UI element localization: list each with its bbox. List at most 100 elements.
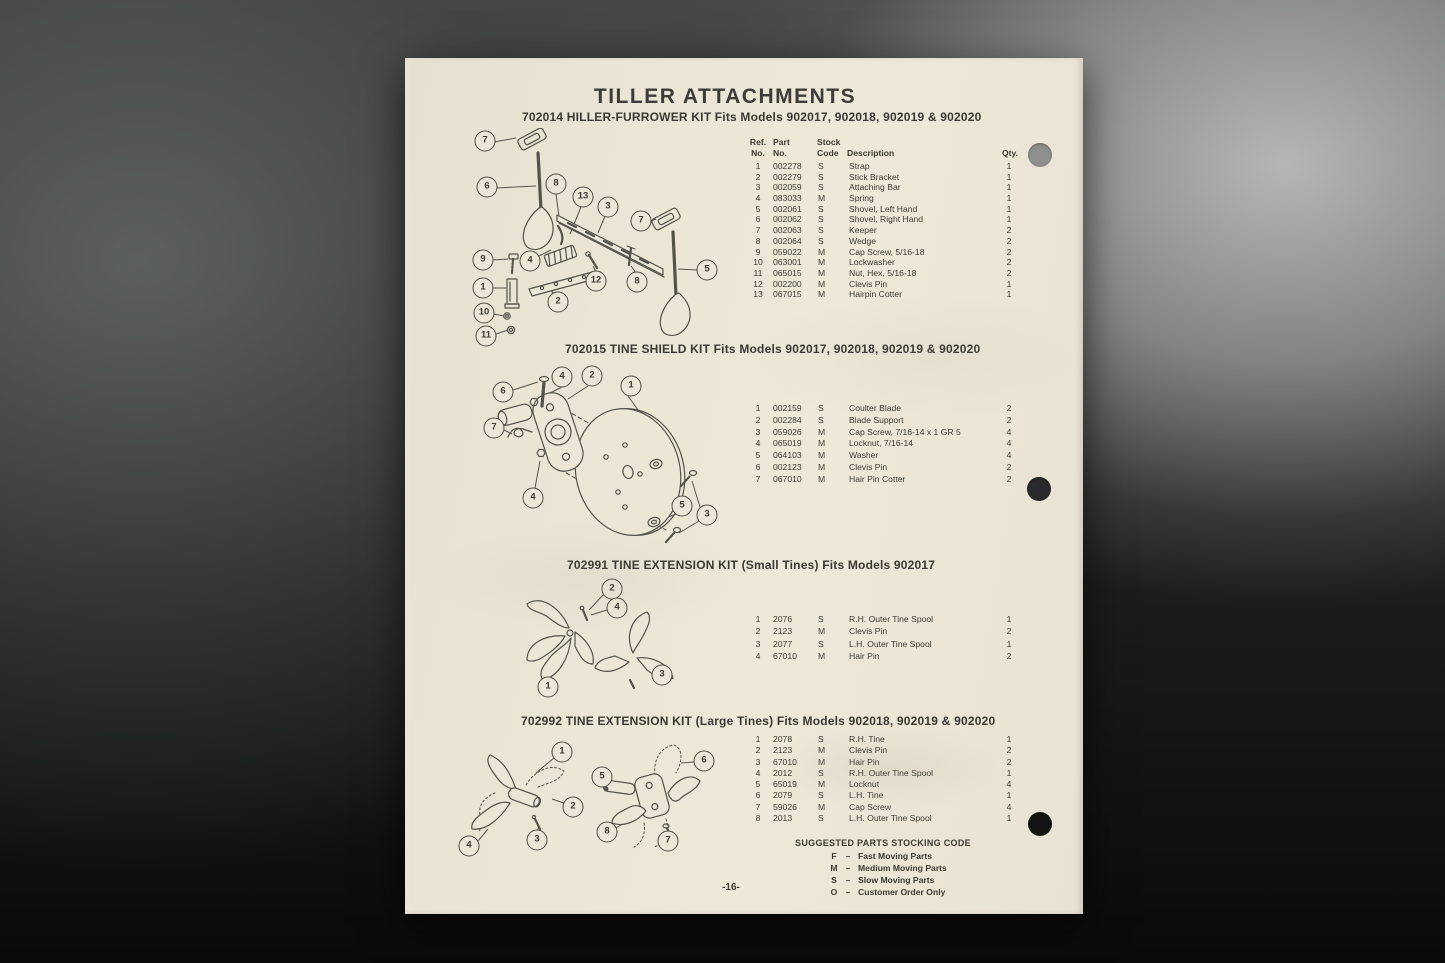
punch-hole-middle: [1027, 477, 1051, 501]
stock-code: M: [818, 473, 826, 484]
locknut-art-upper: [529, 397, 539, 407]
hex-nut-art: [506, 325, 516, 335]
locknut-art-lower: [536, 448, 546, 458]
section-heading-tine-shield: 702015 TINE SHIELD KIT Fits Models 90201…: [565, 342, 981, 356]
part-no: 2012: [773, 767, 793, 778]
description: L.H. Tine: [849, 790, 884, 801]
callout-13: 13: [572, 186, 594, 208]
ref-no: 4: [755, 767, 761, 778]
description: Shovel, Right Hand: [849, 214, 924, 225]
stick-bracket-art: [504, 278, 520, 309]
lockwasher-art: [503, 312, 511, 320]
qty: 2: [1006, 414, 1012, 425]
description: Hair Pin Cotter: [849, 473, 906, 484]
part-no: 067015: [773, 289, 802, 300]
blade-support-art: [532, 392, 584, 472]
code-description: Medium Moving Parts: [858, 863, 947, 873]
ref-no: 13: [753, 289, 763, 300]
ref-no: 7: [755, 801, 761, 812]
ref-no: 8: [755, 813, 761, 824]
part-no: 2123: [773, 626, 793, 637]
qty: 1: [1006, 289, 1012, 300]
stocking-code-title: SUGGESTED PARTS STOCKING CODE: [795, 838, 971, 848]
description: Keeper: [849, 225, 877, 236]
code-letter: O: [830, 887, 838, 897]
ref-no: 3: [755, 638, 761, 649]
qty: 1: [1006, 203, 1012, 214]
description: Cap Screw: [849, 801, 892, 812]
washer-art-upper: [649, 458, 663, 470]
stocking-code-legend: SUGGESTED PARTS STOCKING CODE F–Fast Mov…: [748, 838, 1018, 899]
ref-no: 4: [755, 193, 761, 204]
part-no: 002279: [773, 171, 802, 182]
part-no: 002064: [773, 235, 802, 246]
qty: 4: [1006, 779, 1012, 790]
qty: 1: [1006, 193, 1012, 204]
right-tine-assembly-art: [602, 744, 701, 848]
ref-no: 7: [755, 473, 761, 484]
hair-pin-art-left: [531, 814, 542, 831]
col-description: Description: [847, 147, 895, 158]
callout-2: 2: [601, 578, 623, 600]
coulter-blade-art: [574, 408, 686, 536]
qty: 2: [1006, 473, 1012, 484]
callout-4: 4: [606, 597, 628, 619]
description: R.H. Outer Tine Spool: [849, 767, 934, 778]
ref-no: 6: [755, 461, 761, 472]
stock-code: S: [818, 203, 824, 214]
part-no: 2013: [773, 813, 793, 824]
part-no: 67010: [773, 651, 797, 662]
ref-no: 1: [755, 161, 761, 171]
part-no: 002284: [773, 414, 802, 425]
description: Hairpin Cotter: [849, 289, 903, 300]
qty: 2: [1006, 267, 1012, 278]
ref-no: 2: [755, 626, 761, 637]
part-no: 67010: [773, 756, 797, 767]
description: R.H. Tine: [849, 734, 885, 744]
callout-6: 6: [476, 176, 498, 198]
ref-no: 1: [755, 614, 761, 624]
col-ref-line2: No.: [751, 147, 765, 158]
callout-1: 1: [620, 375, 642, 397]
ref-no: 4: [755, 651, 761, 662]
ref-no: 9: [755, 246, 761, 257]
part-no: 002123: [773, 461, 802, 472]
col-stock-line1: Stock: [817, 137, 841, 147]
shovel-left-art: [522, 151, 554, 251]
callout-5: 5: [591, 766, 613, 788]
page-number: -16-: [722, 882, 740, 893]
ref-no: 6: [755, 790, 761, 801]
qty: 1: [1006, 767, 1012, 778]
stock-code: M: [818, 438, 826, 449]
callout-10: 10: [473, 302, 495, 324]
header-row-2: No. No. Code Description Qty.: [745, 147, 1018, 159]
description: L.H. Outer Tine Spool: [849, 813, 932, 824]
parts-table-header: Ref. Part Stock No. No. Code Description…: [745, 137, 1018, 159]
qty: 1: [1006, 614, 1012, 624]
stock-code: S: [818, 161, 824, 171]
punch-hole-top: [1028, 143, 1052, 167]
qty: 1: [1006, 171, 1012, 182]
part-no: 2077: [773, 638, 793, 649]
section-heading-tine-extension-large: 702992 TINE EXTENSION KIT (Large Tines) …: [521, 714, 996, 728]
part-no: 002200: [773, 278, 802, 289]
part-no: 59026: [773, 801, 797, 812]
qty: 1: [1006, 182, 1012, 193]
stock-code: S: [818, 638, 824, 649]
stock-code: M: [818, 426, 826, 437]
stock-code: M: [818, 626, 826, 637]
stocking-code-entry: F–Fast Moving Parts: [828, 851, 1018, 863]
